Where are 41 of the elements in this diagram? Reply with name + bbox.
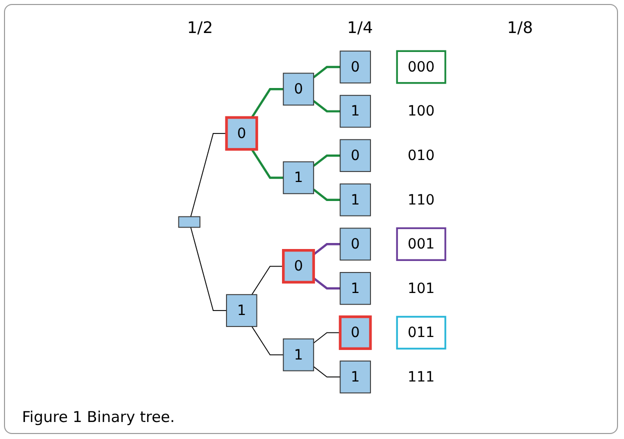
level-probability: 1/2 [187,18,213,37]
node-label: 101 [408,280,435,296]
node-box: 0 [338,315,372,350]
level-probability: 1/4 [347,18,373,37]
node-label: 111 [408,368,435,385]
connector [312,100,340,112]
connector [312,154,340,167]
node-box: 0 [340,50,371,84]
connector [250,148,284,179]
node-label: 010 [408,146,435,164]
node-box: 0 [340,228,371,261]
connector [251,266,284,296]
connector [312,66,340,78]
connector [190,133,227,218]
node-label: 001 [408,235,435,252]
node-box: 1 [340,272,371,305]
node-box: 0 [282,249,315,284]
node-box: 0 [225,116,258,151]
connector [313,366,341,378]
node-box: 1 [340,360,371,394]
node-box: 1 [226,294,258,327]
node-label: 110 [408,191,435,208]
node-label: 011 [408,324,435,341]
node-box [178,216,200,228]
connector [250,88,284,118]
connector [190,226,227,311]
connector [313,332,341,344]
node-box: 1 [340,183,371,216]
connector [312,188,340,201]
node-box: 0 [340,139,371,172]
node-box: 1 [282,338,314,372]
node-box: 1 [340,94,371,128]
connector [251,326,284,356]
node-label: 000 [408,58,435,75]
level-probability: 1/8 [507,18,533,37]
connector [312,243,340,256]
node-box: 0 [282,72,314,106]
figure-caption: Figure 1 Binary tree. [22,408,175,426]
connector [312,277,340,290]
node-box: 1 [282,161,314,194]
node-label: 100 [408,102,435,120]
